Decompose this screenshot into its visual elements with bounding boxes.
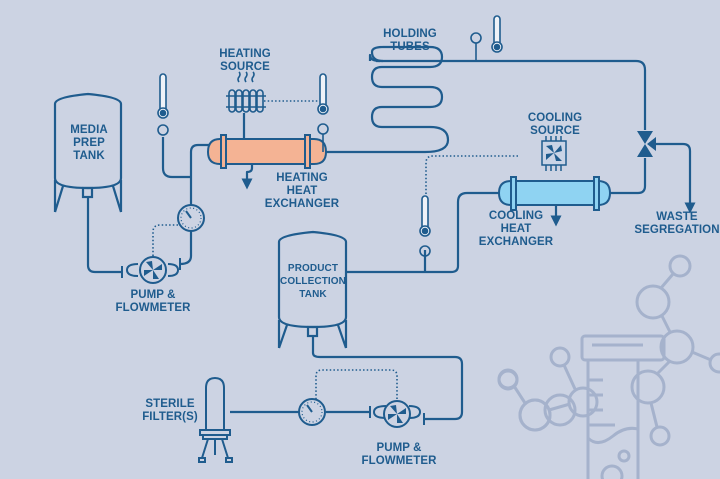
label-pump-flowmeter-1: PUMP & FLOWMETER: [115, 289, 191, 314]
test-tube-icon: [580, 334, 666, 479]
product-collection-tank: [277, 230, 348, 349]
pipe-network: [86, 45, 696, 421]
heating-heat-exchanger: [206, 134, 328, 169]
thermometer-icon: [470, 15, 503, 61]
gauge-icon: [177, 204, 205, 232]
molecule-left-icon: [497, 346, 599, 432]
label-heating-source: HEATING SOURCE: [219, 48, 271, 73]
label-sterile-filters: STERILE FILTER(S): [142, 398, 198, 423]
label-product-collection-tank: PRODUCT COLLECTION TANK: [280, 263, 346, 300]
gauge-icon: [298, 398, 326, 426]
label-cooling-heat-exchanger: COOLING HEAT EXCHANGER: [478, 210, 554, 248]
label-waste-segregation: WASTE SEGREGATION: [634, 211, 720, 236]
cooling-heat-exchanger: [497, 176, 612, 211]
thermometer-icon: [317, 73, 329, 152]
cooling-fan-icon: [541, 136, 567, 171]
label-pump-flowmeter-2: PUMP & FLOWMETER: [361, 442, 437, 467]
label-cooling-source: COOLING SOURCE: [527, 112, 583, 137]
label-heating-heat-exchanger: HEATING HEAT EXCHANGER: [264, 172, 340, 210]
pump-icon: [369, 400, 425, 428]
label-media-prep-tank: MEDIA PREP TANK: [70, 124, 108, 162]
pump-icon: [121, 256, 181, 284]
signal-lines: [152, 100, 518, 403]
radiator-icon: [226, 71, 266, 113]
valve-icon: [637, 131, 656, 157]
label-holding-tubes: HOLDING TUBES: [383, 28, 437, 53]
media-prep-tank: [53, 92, 123, 213]
thermometer-icon: [157, 73, 169, 136]
sterile-filter-icon: [198, 376, 233, 463]
thermometer-icon: [419, 195, 431, 257]
molecule-icon: [497, 254, 720, 447]
